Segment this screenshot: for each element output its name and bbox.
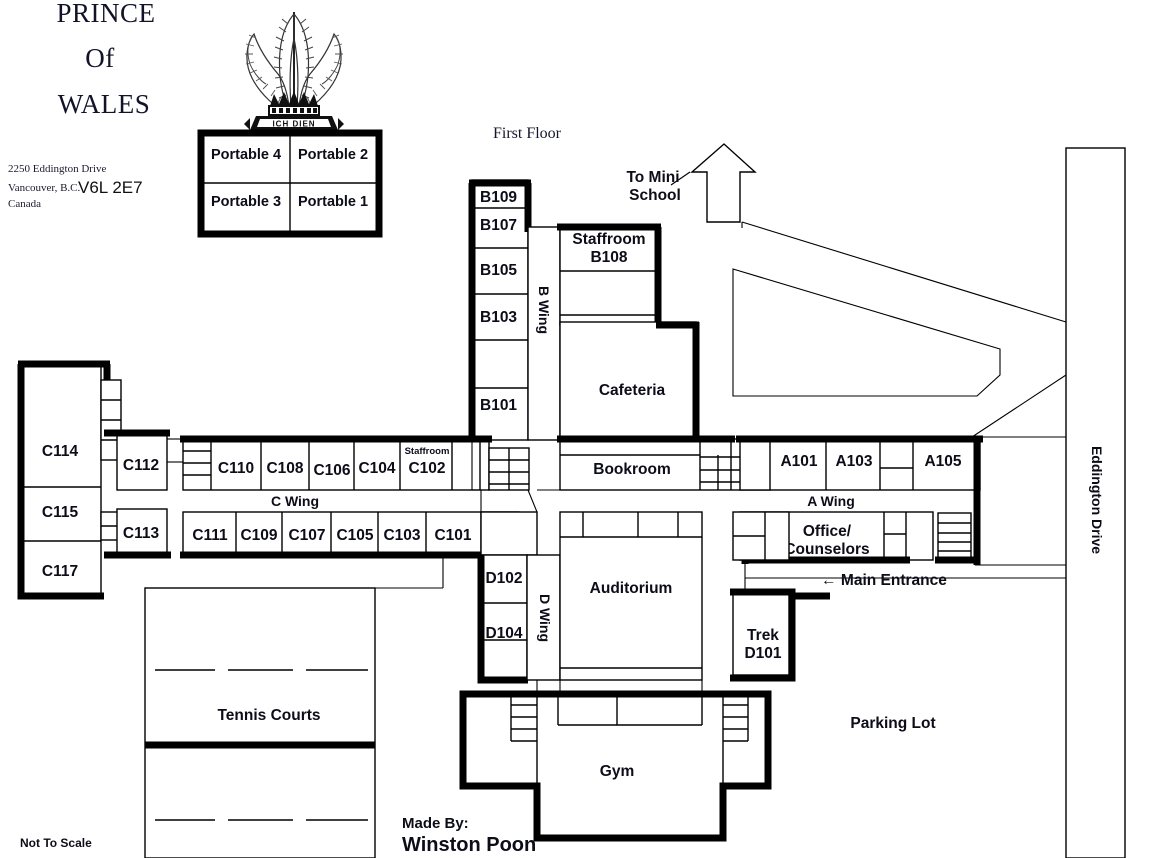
b-wing-label: B Wing xyxy=(536,286,552,334)
school-name-block: PRINCE Of WALES xyxy=(56,0,155,119)
c112-block: C112 xyxy=(104,429,170,491)
d-wing-block: D102 D104 D Wing xyxy=(477,511,561,684)
office-line-1: Office/ xyxy=(803,523,852,540)
room-c115: C115 xyxy=(42,504,79,521)
to-mini-school-line2: School xyxy=(629,187,681,204)
coronet xyxy=(268,91,320,116)
portable-cell-1: Portable 1 xyxy=(298,194,368,210)
a-wing-top-row: A101 A103 A105 xyxy=(736,435,983,565)
motto-ribbon: ICH DIEN xyxy=(244,116,344,130)
c-wing-bottom-row: C111 C109 C107 C105 C103 C101 xyxy=(180,511,522,559)
address-block: 2250 Eddington Drive Vancouver, B.C. V6L… xyxy=(8,163,143,210)
portable-3-label: Portable 3 xyxy=(211,194,281,210)
c-wing-label: C Wing xyxy=(271,493,319,509)
c-wing-top-row: C110 C108 C106 C104 Staffroom C102 xyxy=(180,435,492,491)
room-c102: C102 xyxy=(408,460,445,477)
room-c107: C107 xyxy=(288,527,325,544)
stairs-c110-left xyxy=(183,439,212,490)
parking-lot-label: Parking Lot xyxy=(850,715,935,732)
room-c117: C117 xyxy=(42,563,78,580)
to-mini-school-marker: To Mini School xyxy=(626,143,757,223)
address-line-1: 2250 Eddington Drive xyxy=(8,163,106,175)
room-c114: C114 xyxy=(42,443,79,460)
room-c112: C112 xyxy=(123,457,159,474)
portable-cell-2: Portable 2 xyxy=(298,147,368,163)
address-country: Canada xyxy=(8,198,41,210)
room-b107: B107 xyxy=(480,217,517,234)
motto-text: ICH DIEN xyxy=(272,120,315,129)
c113-block: C113 xyxy=(104,508,171,559)
bookroom-label: Bookroom xyxy=(593,461,671,478)
b-wing-block: B109 B107 B105 B103 B101 B Wing xyxy=(468,179,561,441)
main-entrance-label: ← Main Entrance xyxy=(821,572,947,589)
stairs-gym-right xyxy=(723,697,749,742)
eddington-drive-road: Eddington Drive xyxy=(1065,147,1126,858)
stairs-bookroom-right xyxy=(700,455,740,490)
to-mini-school-line1: To Mini xyxy=(626,169,679,186)
d-wing-label: D Wing xyxy=(537,594,553,642)
portable-4-label: Portable 4 xyxy=(211,147,281,163)
school-name-line-2: Of xyxy=(85,43,115,73)
portable-1-label: Portable 1 xyxy=(298,194,368,210)
school-name-line-3: WALES xyxy=(58,89,151,119)
room-b105: B105 xyxy=(480,262,517,279)
corridor-connectors xyxy=(117,433,793,694)
gym-label: Gym xyxy=(600,763,634,780)
tennis-courts-label: Tennis Courts xyxy=(217,707,320,724)
not-to-scale-label: Not To Scale xyxy=(20,836,92,850)
prince-of-wales-feathers-crest-icon: ICH DIEN xyxy=(244,12,344,130)
eddington-drive-label: Eddington Drive xyxy=(1089,446,1105,554)
cafeteria-block: Cafeteria xyxy=(559,321,700,443)
room-a105: A105 xyxy=(924,453,961,470)
room-b103: B103 xyxy=(480,309,517,326)
bookroom-block: Bookroom xyxy=(557,435,771,491)
stairs-centre-left xyxy=(488,447,530,491)
gym-block: Gym xyxy=(459,690,772,842)
room-c108: C108 xyxy=(266,460,303,477)
address-postal: V6L 2E7 xyxy=(78,178,143,197)
stairs-gym-left xyxy=(510,697,537,742)
tennis-court-lines xyxy=(155,669,368,821)
room-a101: A101 xyxy=(780,453,817,470)
room-c109: C109 xyxy=(240,527,277,544)
auditorium-block: Auditorium xyxy=(559,511,703,681)
room-c110: C110 xyxy=(218,460,254,477)
trek-d101-block: Trek D101 xyxy=(730,511,796,682)
room-c105: C105 xyxy=(336,527,373,544)
made-by-name: Winston Poon xyxy=(402,834,536,856)
trek-line-1: Trek xyxy=(747,627,779,644)
portables-table: Portable 4 Portable 2 Portable 3 Portabl… xyxy=(197,129,383,238)
floor-label: First Floor xyxy=(493,125,562,142)
room-d104: D104 xyxy=(485,625,522,642)
room-b109: B109 xyxy=(480,189,517,206)
staffroom-b108-number: B108 xyxy=(590,249,627,266)
staffroom-b108-name: Staffroom xyxy=(572,231,645,248)
office-line-2: Counselors xyxy=(784,541,869,558)
auditorium-label: Auditorium xyxy=(590,580,673,597)
a-wing-label: A Wing xyxy=(807,493,855,509)
c102-staffroom-label: Staffroom xyxy=(405,446,450,457)
address-city: Vancouver, B.C. xyxy=(8,182,81,194)
room-b101: B101 xyxy=(480,397,517,414)
portable-cell-4: Portable 4 xyxy=(211,147,281,163)
room-c103: C103 xyxy=(383,527,420,544)
trek-line-2: D101 xyxy=(744,645,781,662)
room-c111: C111 xyxy=(192,527,228,544)
room-a103: A103 xyxy=(835,453,872,470)
cafeteria-label: Cafeteria xyxy=(599,382,666,399)
room-c106: C106 xyxy=(313,462,350,479)
room-c104: C104 xyxy=(358,460,395,477)
school-name-line-1: PRINCE xyxy=(56,0,155,28)
room-c101: C101 xyxy=(434,527,471,544)
room-d102: D102 xyxy=(485,570,522,587)
tennis-courts-block: Tennis Courts xyxy=(144,587,376,858)
staffroom-b108-block: Staffroom B108 xyxy=(557,223,662,328)
c-wing-left-block: C114 C115 C117 xyxy=(17,360,122,600)
stairs-a-wing-right xyxy=(937,512,972,561)
portable-cell-3: Portable 3 xyxy=(211,194,281,210)
room-c113: C113 xyxy=(123,525,160,542)
portable-2-label: Portable 2 xyxy=(298,147,368,163)
made-by-label: Made By: xyxy=(402,815,469,832)
